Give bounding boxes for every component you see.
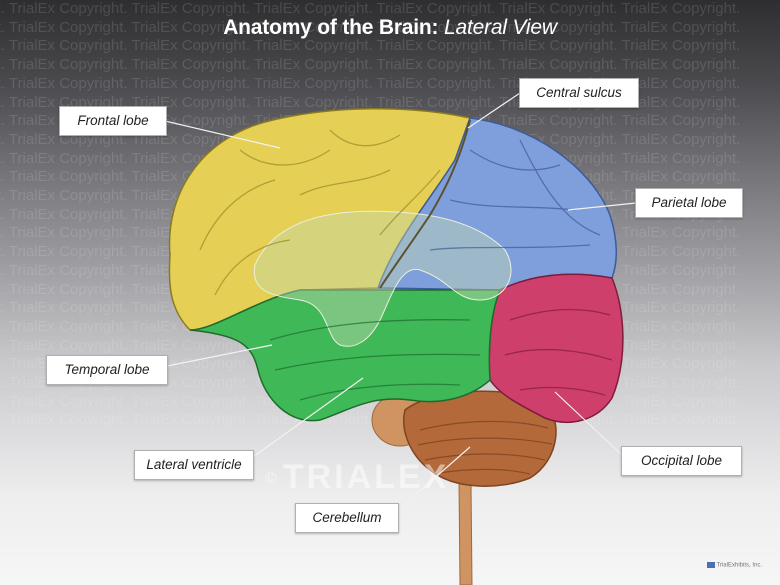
label-occipital-lobe: Occipital lobe	[621, 446, 742, 476]
lateral-ventricle	[253, 210, 512, 347]
label-frontal-lobe: Frontal lobe	[59, 106, 167, 136]
temporal-lobe	[189, 289, 502, 422]
central-sulcus	[379, 119, 471, 289]
leader-temporal	[166, 344, 273, 367]
label-temporal-lobe: Temporal lobe	[46, 355, 168, 385]
label-central-sulcus: Central sulcus	[519, 78, 639, 108]
title-sub: Lateral View	[444, 16, 557, 39]
label-parietal-lobe: Parietal lobe	[635, 188, 743, 218]
leader-lateral-ventricle	[252, 377, 364, 458]
trademark-icon	[706, 562, 715, 569]
leader-cerebellum	[397, 446, 471, 511]
label-lateral-ventricle: Lateral ventricle	[134, 450, 254, 480]
diagram-title: Anatomy of the Brain: Lateral View	[0, 16, 780, 40]
trialex-logo: ©TRIALEX	[265, 458, 450, 496]
leader-parietal	[567, 202, 637, 211]
leader-frontal	[164, 120, 281, 149]
trademark-note: TrialExhibits, Inc.	[706, 562, 762, 569]
label-cerebellum: Cerebellum	[295, 503, 399, 533]
leader-central	[467, 92, 521, 129]
title-main: Anatomy of the Brain:	[223, 16, 439, 39]
leader-occipital	[554, 391, 623, 456]
